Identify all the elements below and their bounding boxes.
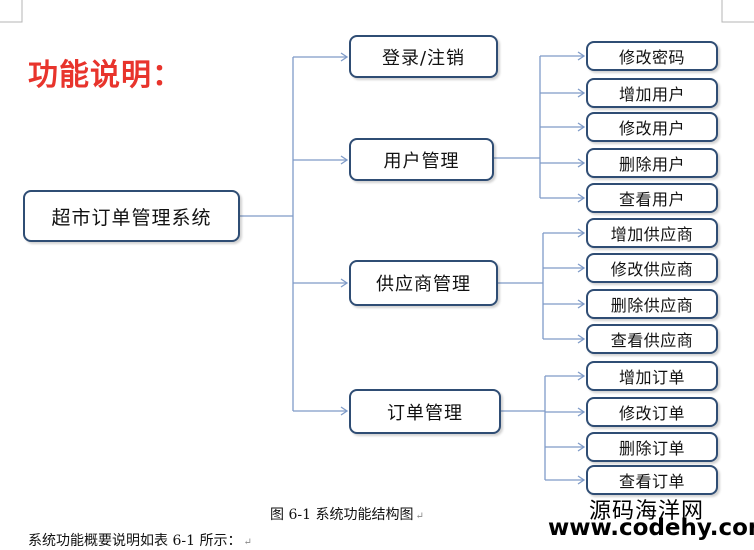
leaf-node-label: 修改密码	[618, 48, 685, 67]
module-node-label: 用户管理	[383, 150, 460, 172]
leaf-node-label: 删除供应商	[610, 296, 694, 315]
leaf-node-label: 修改用户	[618, 119, 685, 138]
leaf-node-add-supplier: 增加供应商	[586, 218, 718, 248]
leaf-node-label: 查看供应商	[610, 331, 694, 350]
leaf-node-label: 查看订单	[618, 472, 685, 491]
root-node-label: 超市订单管理系统	[51, 206, 212, 229]
leaf-node-label: 查看用户	[618, 190, 685, 209]
leaf-node-view-order: 查看订单	[586, 465, 718, 495]
leaf-node-delete-user: 删除用户	[586, 148, 718, 178]
leaf-node-label: 修改订单	[618, 404, 685, 423]
connector-arrowhead	[577, 88, 586, 98]
body-paragraph: 系统功能概要说明如表 6-1 所示：↵	[28, 530, 252, 550]
connector-arrowhead	[577, 475, 586, 485]
module-node-users: 用户管理	[349, 138, 494, 181]
leaf-node-edit-supplier: 修改供应商	[586, 253, 718, 283]
leaf-node-label: 删除订单	[618, 439, 685, 458]
leaf-node-change-password: 修改密码	[586, 41, 718, 71]
module-node-label: 订单管理	[387, 402, 463, 424]
connector-arrowhead	[577, 299, 586, 309]
connector-arrowhead	[340, 406, 349, 416]
leaf-node-label: 删除用户	[618, 155, 685, 174]
module-node-suppliers: 供应商管理	[349, 260, 498, 306]
watermark-site-url: www.codehy.com	[548, 515, 754, 541]
connector-arrowhead	[340, 278, 349, 288]
paragraph-mark: ↵	[243, 537, 252, 548]
leaf-node-label: 增加用户	[618, 85, 685, 104]
connector-arrowhead	[577, 407, 586, 417]
connector-arrowhead	[577, 193, 586, 203]
leaf-node-label: 增加供应商	[610, 225, 694, 244]
connector-arrowhead	[577, 442, 586, 452]
connector-arrowhead	[577, 122, 586, 132]
body-paragraph-text: 系统功能概要说明如表 6-1 所示：	[28, 533, 242, 549]
connector-arrowhead	[577, 158, 586, 168]
leaf-node-view-supplier: 查看供应商	[586, 324, 718, 354]
module-node-label: 供应商管理	[376, 274, 471, 295]
page-corner-marks	[0, 0, 754, 23]
connector-arrowhead	[577, 263, 586, 273]
leaf-node-delete-order: 删除订单	[586, 432, 718, 462]
module-node-label: 登录/注销	[381, 47, 466, 69]
connector-arrowhead	[577, 51, 586, 61]
watermark-site-name: 源码海洋网	[589, 499, 705, 524]
leaf-node-view-user: 查看用户	[586, 183, 718, 213]
connector-arrowhead	[340, 155, 349, 165]
figure-caption: 图 6-1 系统功能结构图↵	[270, 504, 424, 524]
connector-arrowhead	[340, 52, 349, 62]
caption-paragraph-mark: ↵	[415, 511, 424, 522]
module-node-orders: 订单管理	[349, 389, 501, 434]
top-right-corner-mark	[721, 0, 754, 23]
top-left-corner-mark	[0, 0, 23, 23]
leaf-node-delete-supplier: 删除供应商	[586, 289, 718, 319]
leaf-node-edit-order: 修改订单	[586, 397, 718, 427]
connector-arrowhead	[577, 228, 586, 238]
module-node-login: 登录/注销	[349, 35, 498, 78]
connector-arrowhead	[577, 334, 586, 344]
section-heading: 功能说明：	[28, 58, 183, 93]
leaf-node-label: 增加订单	[618, 368, 685, 387]
root-node: 超市订单管理系统	[23, 190, 240, 242]
connector-arrowhead	[577, 371, 586, 381]
leaf-node-add-order: 增加订单	[586, 361, 718, 391]
leaf-node-edit-user: 修改用户	[586, 112, 718, 142]
figure-caption-text: 图 6-1 系统功能结构图	[270, 507, 414, 523]
leaf-node-label: 修改供应商	[610, 260, 694, 279]
leaf-node-add-user: 增加用户	[586, 78, 718, 108]
